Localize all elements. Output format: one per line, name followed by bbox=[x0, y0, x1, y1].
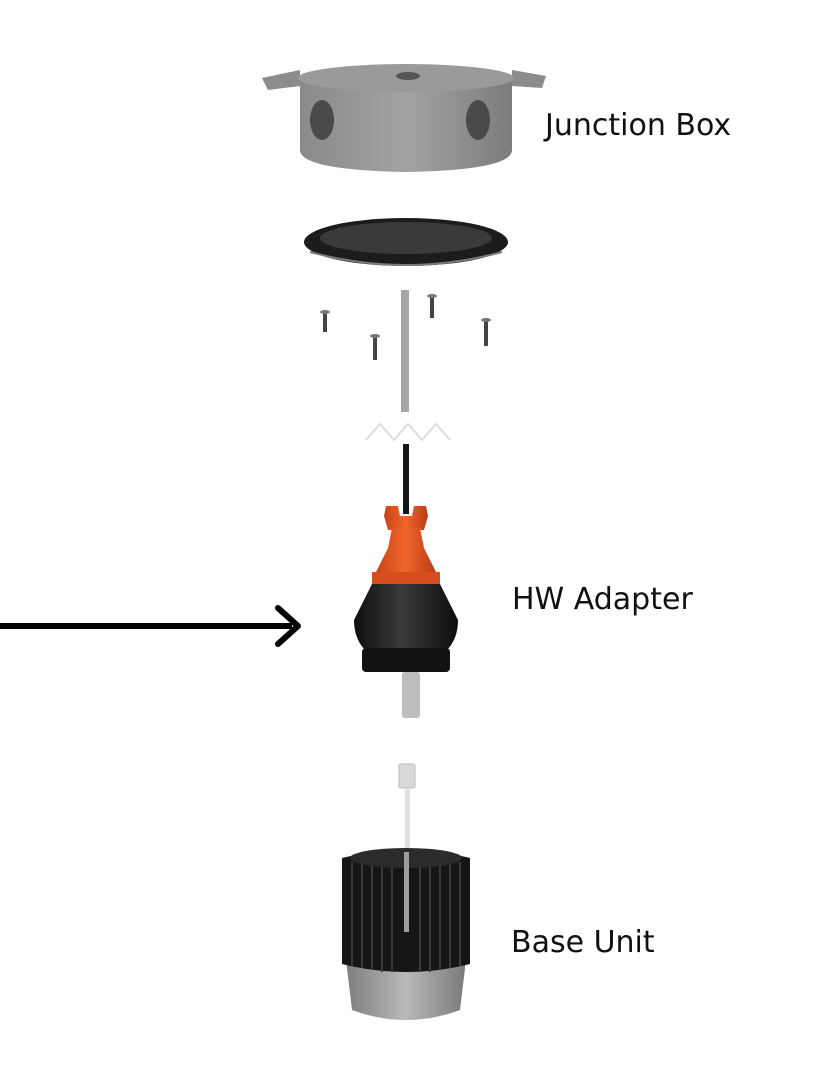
cable-break-mark bbox=[365, 422, 451, 442]
screws bbox=[320, 294, 491, 360]
adapter-orange-grip bbox=[384, 506, 428, 530]
base-unit bbox=[342, 848, 470, 1020]
junction-box bbox=[262, 64, 546, 172]
screw-icon bbox=[370, 334, 380, 360]
junction-box-tabs bbox=[262, 70, 546, 90]
screw-icon bbox=[427, 294, 437, 318]
junction-box-side-hole-right bbox=[466, 100, 490, 140]
base-unit-fin-lines bbox=[351, 853, 461, 972]
hw-adapter bbox=[354, 506, 458, 718]
junction-box-side-hole-left bbox=[310, 100, 334, 140]
hw-adapter-label: HW Adapter bbox=[512, 582, 693, 617]
base-unit-bottom bbox=[346, 960, 466, 1020]
pointer-arrow-icon bbox=[0, 605, 301, 647]
adapter-body bbox=[354, 584, 458, 668]
gasket bbox=[304, 218, 508, 266]
junction-box-label: Junction Box bbox=[545, 108, 732, 143]
base-unit-label: Base Unit bbox=[511, 925, 655, 960]
junction-box-top-hole bbox=[396, 72, 420, 80]
screw-icon bbox=[481, 318, 491, 346]
screw-icon bbox=[320, 310, 330, 332]
connector-plug bbox=[398, 763, 416, 852]
junction-box-body bbox=[300, 80, 512, 172]
cable bbox=[365, 290, 451, 514]
adapter-orange-collar bbox=[376, 528, 436, 572]
